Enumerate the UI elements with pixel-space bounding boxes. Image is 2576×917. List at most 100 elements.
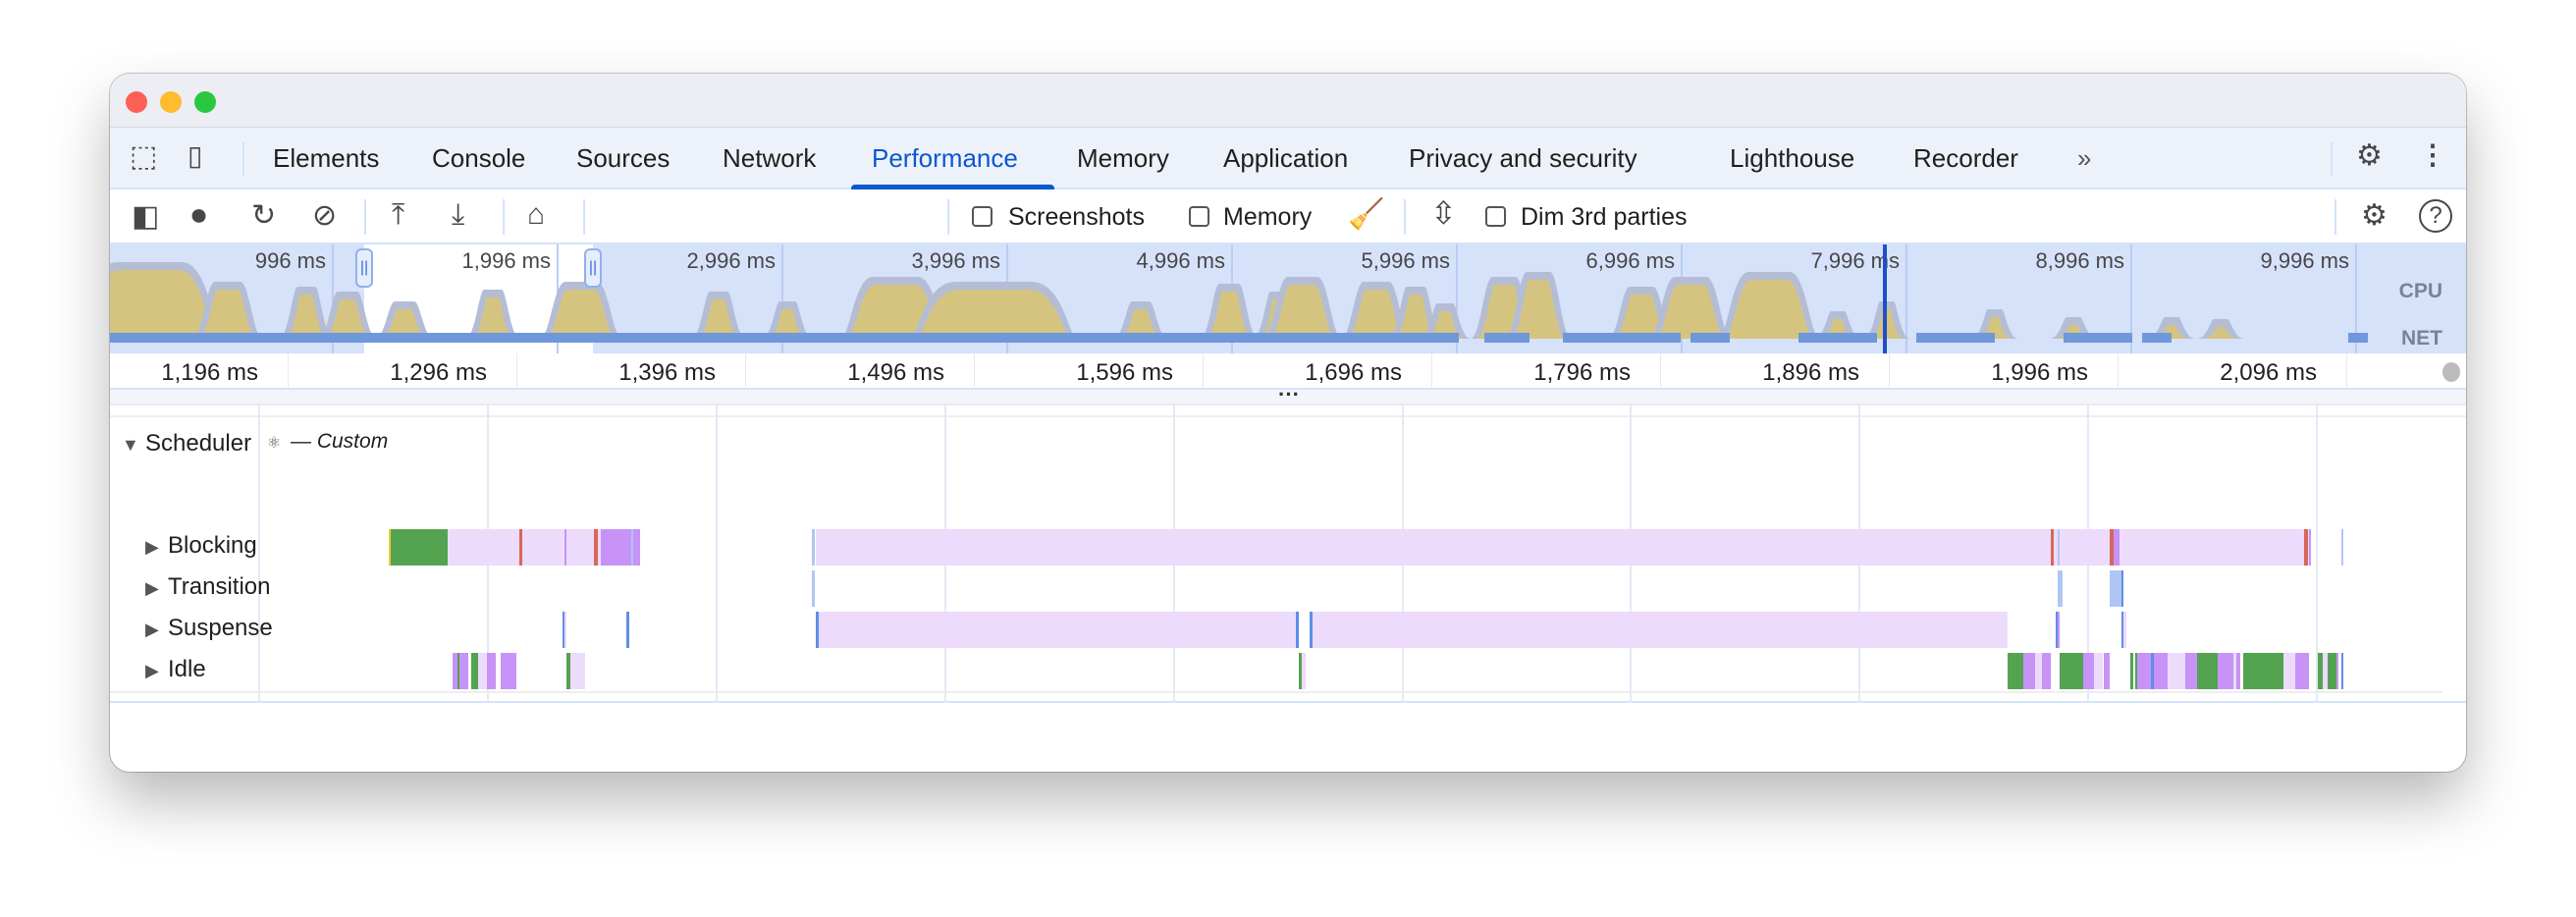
track-label-suspense[interactable]: Suspense xyxy=(168,615,273,641)
settings-gear-icon[interactable]: ⚙ xyxy=(2356,139,2383,172)
track-entry[interactable] xyxy=(452,653,457,689)
tab-privacy-and-security[interactable]: Privacy and security xyxy=(1409,143,1637,173)
track-entry[interactable] xyxy=(2113,529,2120,566)
more-options-kebab-icon[interactable]: ⋮ xyxy=(2419,139,2446,170)
capture-settings-gear-icon[interactable]: ⚙ xyxy=(2361,199,2388,232)
download-profile-icon[interactable]: ⤓ xyxy=(452,198,465,231)
track-entry[interactable] xyxy=(564,529,567,566)
tab-recorder[interactable]: Recorder xyxy=(1913,143,2018,173)
expand-triangle-icon[interactable]: ▶ xyxy=(145,537,159,557)
track-entry[interactable] xyxy=(2336,653,2339,689)
track-entry[interactable] xyxy=(2327,653,2337,689)
tab-console[interactable]: Console xyxy=(432,143,526,173)
track-entry[interactable] xyxy=(2242,653,2284,689)
track-entry[interactable] xyxy=(2283,653,2296,689)
home-icon[interactable]: ⌂ xyxy=(527,198,546,231)
track-entry[interactable] xyxy=(2217,653,2234,689)
track-entry[interactable] xyxy=(2318,653,2324,689)
track-entry[interactable] xyxy=(458,653,469,689)
track-entry[interactable] xyxy=(2123,612,2126,648)
track-entry[interactable] xyxy=(2340,653,2344,689)
track-entry[interactable] xyxy=(1302,653,1306,689)
track-entry[interactable] xyxy=(470,653,478,689)
ruler-scroll-knob[interactable] xyxy=(2442,362,2460,382)
track-entry[interactable] xyxy=(486,653,497,689)
track-label-idle[interactable]: Idle xyxy=(168,656,206,682)
track-entry[interactable] xyxy=(2121,570,2124,607)
more-tabs-button[interactable]: » xyxy=(2077,143,2092,173)
track-entry[interactable] xyxy=(2130,653,2133,689)
resize-divider[interactable]: ··· xyxy=(110,382,2466,406)
track-entry[interactable] xyxy=(2055,612,2058,648)
zoom-window-button[interactable] xyxy=(194,91,216,113)
track-entry[interactable] xyxy=(2007,653,2023,689)
flame-chart-tracks[interactable]: ▼ Scheduler ⚛ — Custom ▶Blocking▶Transit… xyxy=(110,405,2466,703)
selection-left-handle[interactable]: || xyxy=(355,248,373,288)
track-entry[interactable] xyxy=(811,529,816,566)
track-entry[interactable] xyxy=(2110,529,2114,566)
track-entry[interactable] xyxy=(601,529,631,566)
tab-network[interactable]: Network xyxy=(723,143,817,173)
track-entry[interactable] xyxy=(818,612,1297,648)
screenshots-checkbox[interactable] xyxy=(972,206,993,227)
tab-performance[interactable]: Performance xyxy=(872,143,1018,173)
track-entry[interactable] xyxy=(2094,653,2104,689)
track-entry[interactable] xyxy=(500,653,517,689)
track-entry[interactable] xyxy=(2323,653,2328,689)
track-entry[interactable] xyxy=(816,529,2310,566)
track-entry[interactable] xyxy=(2185,653,2197,689)
track-entry[interactable] xyxy=(2022,653,2035,689)
track-entry[interactable] xyxy=(569,653,586,689)
track-entry[interactable] xyxy=(2153,653,2168,689)
track-entry[interactable] xyxy=(2309,529,2312,566)
track-entry[interactable] xyxy=(2295,653,2310,689)
tab-lighthouse[interactable]: Lighthouse xyxy=(1730,143,1855,173)
track-group-label[interactable]: Scheduler xyxy=(145,430,252,457)
expand-triangle-icon[interactable]: ▶ xyxy=(145,661,159,680)
track-entry[interactable] xyxy=(2196,653,2218,689)
dim-3rd-parties-checkbox[interactable] xyxy=(1485,206,1506,227)
track-entry[interactable] xyxy=(594,529,598,566)
track-entry[interactable] xyxy=(564,612,567,648)
track-entry[interactable] xyxy=(2137,653,2152,689)
inspect-element-icon[interactable]: ⬚ xyxy=(130,140,158,173)
drag-handle-dots-icon[interactable]: ··· xyxy=(1278,382,1300,406)
track-entry[interactable] xyxy=(2135,653,2138,689)
track-entry[interactable] xyxy=(2304,529,2308,566)
help-icon[interactable]: ? xyxy=(2419,199,2452,233)
track-entry[interactable] xyxy=(2060,653,2083,689)
track-entry[interactable] xyxy=(562,612,565,648)
track-entry[interactable] xyxy=(2057,612,2061,648)
reload-record-icon[interactable]: ↻ xyxy=(251,199,277,232)
track-entry[interactable] xyxy=(2034,653,2042,689)
track-entry[interactable] xyxy=(816,612,819,648)
toggle-sidebar-icon[interactable]: ◧ xyxy=(132,200,160,233)
tab-memory[interactable]: Memory xyxy=(1077,143,1169,173)
track-entry[interactable] xyxy=(632,529,640,566)
track-entry[interactable] xyxy=(2121,612,2124,648)
clear-icon[interactable]: ⊘ xyxy=(312,199,338,232)
upload-profile-icon[interactable]: ⤒ xyxy=(392,198,405,231)
expand-triangle-icon[interactable]: ▶ xyxy=(145,578,159,598)
track-entry[interactable] xyxy=(1298,653,1303,689)
track-entry[interactable] xyxy=(2041,653,2051,689)
track-entry[interactable] xyxy=(811,570,816,607)
track-entry[interactable] xyxy=(2103,653,2111,689)
track-entry[interactable] xyxy=(2050,529,2055,566)
minimize-window-button[interactable] xyxy=(160,91,182,113)
selection-right-handle[interactable]: || xyxy=(584,248,602,288)
collapse-tracks-icon[interactable]: ⇳ xyxy=(1430,195,1457,231)
track-entry[interactable] xyxy=(2233,653,2236,689)
track-entry[interactable] xyxy=(2340,529,2344,566)
track-label-blocking[interactable]: Blocking xyxy=(168,532,257,559)
track-entry[interactable] xyxy=(2151,653,2154,689)
device-toolbar-icon[interactable]: ▯ xyxy=(188,140,203,171)
track-entry[interactable] xyxy=(2057,570,2063,607)
track-entry[interactable] xyxy=(630,529,633,566)
track-entry[interactable] xyxy=(2057,529,2061,566)
track-entry[interactable] xyxy=(518,529,522,566)
record-icon[interactable]: ⏺ xyxy=(191,199,206,232)
track-label-transition[interactable]: Transition xyxy=(168,573,271,600)
track-entry[interactable] xyxy=(625,612,630,648)
